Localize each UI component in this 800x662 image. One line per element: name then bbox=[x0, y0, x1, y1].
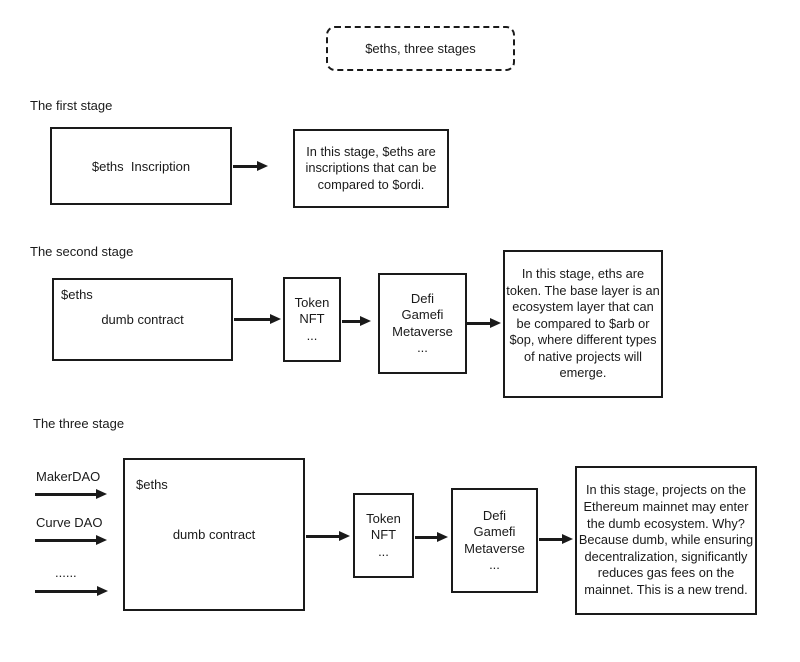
stage1-inscription-text: $eths Inscription bbox=[91, 158, 191, 174]
title-box: $eths, three stages bbox=[326, 26, 515, 71]
arrow-right-icon bbox=[234, 318, 270, 321]
stage1-label: The first stage bbox=[30, 98, 113, 113]
stage2-contract-text: dumb contract bbox=[101, 312, 184, 327]
title-label: $eths, three stages bbox=[365, 41, 476, 56]
stage3-input-ellipsis: ...... bbox=[55, 565, 77, 580]
stage2-token-box: Token NFT ... bbox=[283, 277, 341, 362]
stage2-defi-box: Defi Gamefi Metaverse ... bbox=[378, 273, 467, 374]
stage2-label: The second stage bbox=[30, 244, 134, 259]
arrow-right-icon bbox=[306, 535, 339, 538]
stage3-token-box: Token NFT ... bbox=[353, 493, 414, 578]
stage3-description-text: In this stage, projects on the Ethereum … bbox=[578, 482, 754, 597]
stage2-contract-tag: $eths bbox=[61, 287, 93, 302]
stage3-contract-text: dumb contract bbox=[172, 527, 256, 542]
stage3-label: The three stage bbox=[33, 416, 125, 431]
arrow-right-icon bbox=[233, 165, 257, 168]
stage3-input-makerdao: MakerDAO bbox=[36, 469, 101, 484]
stage1-inscription-box: $eths Inscription bbox=[50, 127, 232, 205]
stage1-description-box: In this stage, $eths are inscriptions th… bbox=[293, 129, 449, 208]
arrow-right-icon bbox=[35, 590, 97, 593]
stage2-token-text: Token NFT ... bbox=[294, 294, 330, 343]
stage1-description-text: In this stage, $eths are inscriptions th… bbox=[305, 143, 437, 192]
arrow-right-icon bbox=[342, 320, 360, 323]
stage2-description-box: In this stage, eths are token. The base … bbox=[503, 250, 663, 398]
stage3-input-curvedao: Curve DAO bbox=[36, 515, 103, 530]
stage3-description-box: In this stage, projects on the Ethereum … bbox=[575, 466, 757, 615]
stage3-token-text: Token NFT ... bbox=[366, 510, 401, 559]
arrow-right-icon bbox=[539, 538, 562, 541]
arrow-right-icon bbox=[35, 539, 96, 542]
arrow-right-icon bbox=[467, 322, 490, 325]
stage3-contract-box: $eths dumb contract bbox=[123, 458, 305, 611]
stage2-contract-box: $eths dumb contract bbox=[52, 278, 233, 361]
stage3-contract-tag: $eths bbox=[136, 477, 168, 492]
stage2-description-text: In this stage, eths are token. The base … bbox=[506, 265, 660, 381]
stage3-defi-box: Defi Gamefi Metaverse ... bbox=[451, 488, 538, 593]
arrow-right-icon bbox=[415, 536, 437, 539]
stage2-defi-text: Defi Gamefi Metaverse ... bbox=[392, 290, 453, 356]
stage3-defi-text: Defi Gamefi Metaverse ... bbox=[464, 507, 525, 573]
arrow-right-icon bbox=[35, 493, 96, 496]
